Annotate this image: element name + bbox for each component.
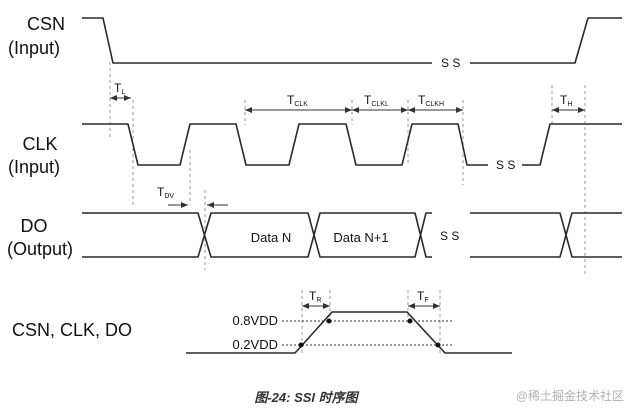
svg-text:TR: TR — [309, 289, 321, 304]
csn-label: CSN (Input) — [8, 14, 65, 58]
watermark: @稀土掘金技术社区 — [516, 388, 624, 403]
tclk-sub: CLK — [294, 101, 308, 108]
data-n1-label: Data N+1 — [333, 230, 388, 245]
clk-label: CLK (Input) — [8, 134, 60, 177]
tclkh-label: T — [418, 93, 426, 107]
fall-low-point — [435, 342, 441, 348]
csn-type: (Input) — [8, 38, 60, 58]
rise-fall-waveform: 0.8VDD 0.2VDD — [186, 311, 512, 354]
tclk-label: T — [287, 93, 295, 107]
data-n-label: Data N — [251, 230, 291, 245]
svg-text:TCLKH: TCLKH — [418, 93, 444, 108]
th-sub: H — [567, 101, 572, 108]
tdv-sub: DV — [164, 193, 174, 200]
tf-label: T — [417, 289, 425, 303]
svg-text:TCLK: TCLK — [287, 93, 308, 108]
tclk-dimension: TCLK — [245, 93, 352, 113]
csn-name: CSN — [27, 14, 65, 34]
edges-label: CSN, CLK, DO — [12, 320, 132, 340]
svg-text:TL: TL — [114, 81, 125, 96]
tl-sub: L — [121, 89, 125, 96]
th-dimension: TH — [552, 93, 585, 113]
figure-caption: 图-24: SSI 时序图 — [254, 390, 359, 405]
do-label: DO (Output) — [7, 216, 73, 259]
do-gap-glyph: S S — [440, 229, 459, 243]
do-name: DO — [21, 216, 48, 236]
level-high-label: 0.8VDD — [232, 313, 278, 328]
csn-gap-glyph: S S — [441, 56, 460, 70]
csn-waveform: S S — [82, 17, 622, 70]
clk-name: CLK — [22, 134, 57, 154]
do-waveform: Data N Data N+1 S S — [82, 212, 622, 258]
tdv-label: T — [157, 185, 165, 199]
clk-gap-glyph: S S — [496, 158, 515, 172]
tr-dimension: TR — [302, 289, 330, 309]
tclkh-dimension: TCLKH — [408, 93, 463, 113]
svg-text:TF: TF — [417, 289, 429, 304]
svg-text:TH: TH — [560, 93, 572, 108]
th-label: T — [560, 93, 568, 107]
tr-sub: R — [316, 297, 321, 304]
svg-text:TDV: TDV — [157, 185, 174, 200]
tr-label: T — [309, 289, 317, 303]
level-low-label: 0.2VDD — [232, 337, 278, 352]
svg-text:TCLKL: TCLKL — [364, 93, 389, 108]
tl-label: T — [114, 81, 122, 95]
tclkl-dimension: TCLKL — [352, 93, 408, 113]
tclkl-label: T — [364, 93, 372, 107]
clk-type: (Input) — [8, 157, 60, 177]
rise-low-point — [298, 342, 304, 348]
tf-sub: F — [424, 297, 428, 304]
do-type: (Output) — [7, 239, 73, 259]
tdv-dimension: TDV — [157, 185, 228, 208]
tclkl-sub: CLKL — [371, 101, 389, 108]
guide-lines — [109, 62, 586, 355]
tf-dimension: TF — [408, 289, 440, 309]
tl-dimension: TL — [110, 81, 131, 101]
clk-waveform: S S — [82, 123, 622, 172]
tclkh-sub: CLKH — [425, 101, 444, 108]
fall-high-point — [407, 318, 413, 324]
rise-high-point — [326, 318, 332, 324]
